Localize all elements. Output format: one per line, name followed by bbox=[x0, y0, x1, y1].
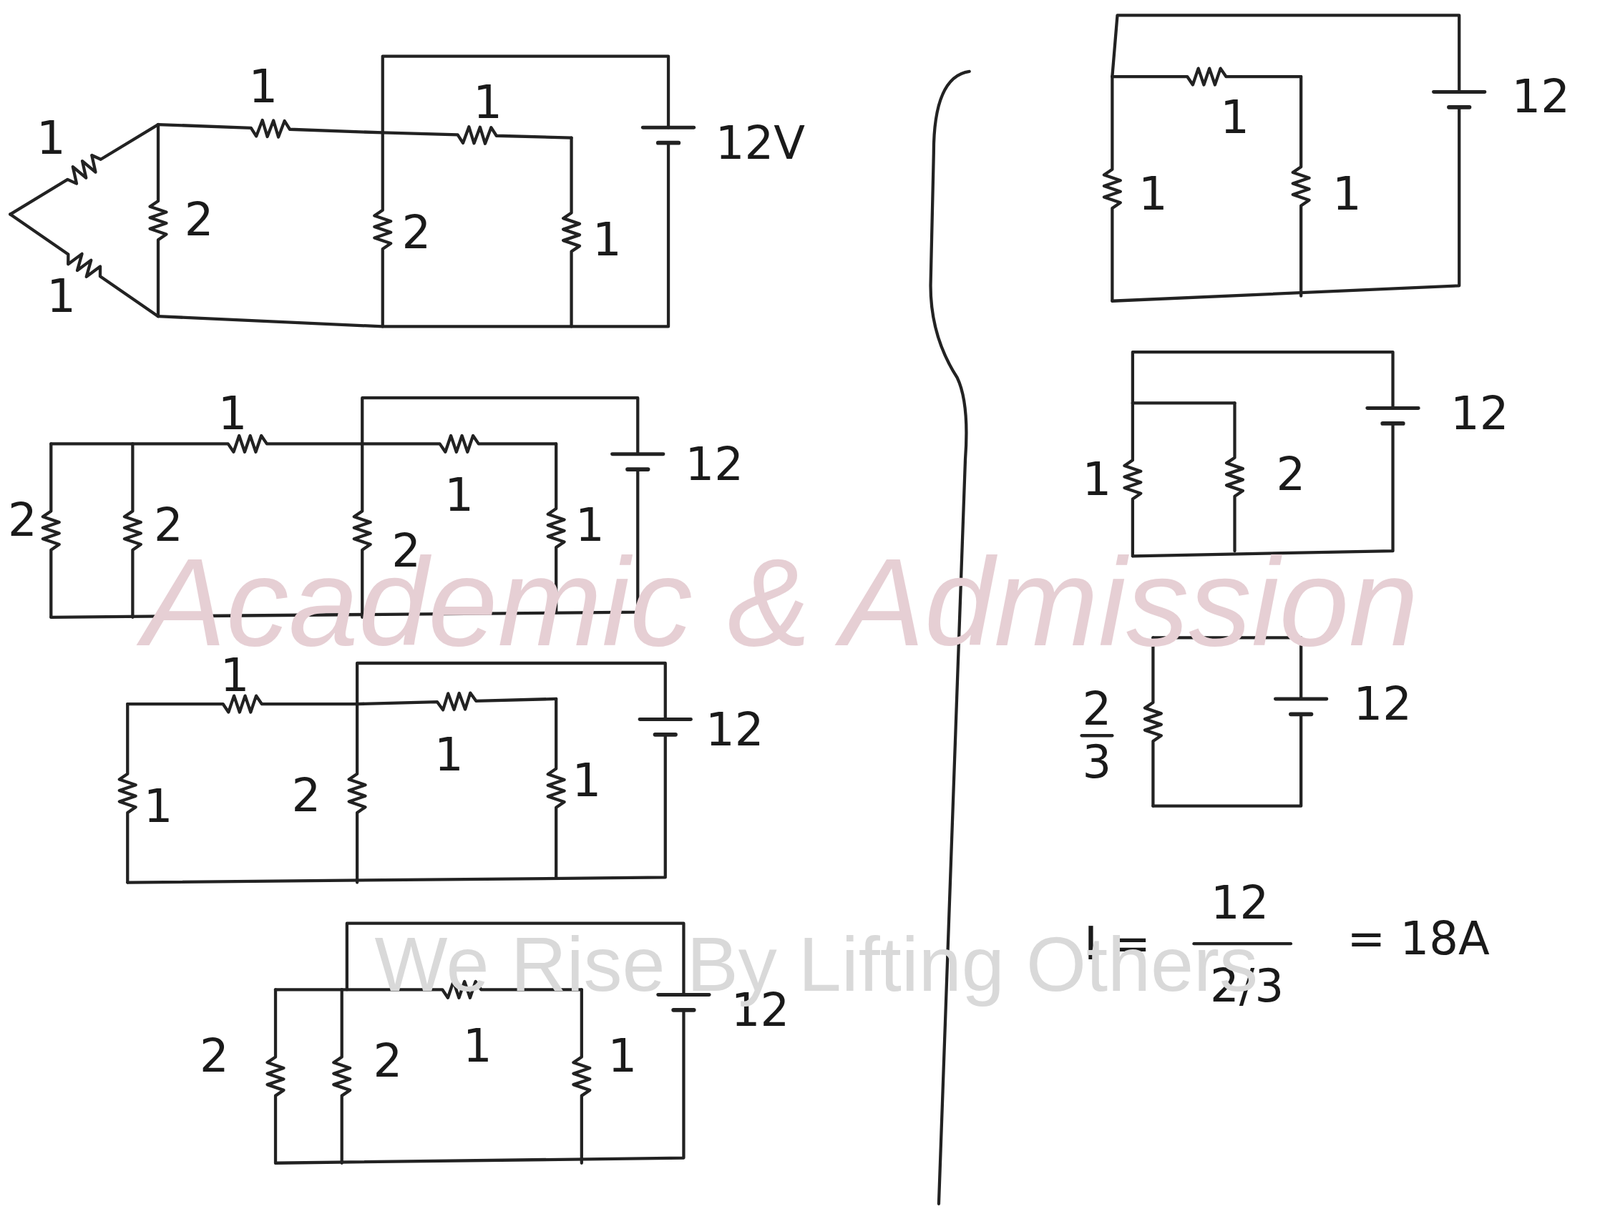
component-value: 1 bbox=[608, 1033, 638, 1080]
resistor-symbol bbox=[548, 699, 565, 878]
component-value: 1 bbox=[434, 732, 464, 778]
battery-plate bbox=[1433, 90, 1485, 94]
battery-plate bbox=[1290, 711, 1312, 717]
battery-plate bbox=[1382, 421, 1404, 426]
component-value: 12 bbox=[1450, 390, 1509, 437]
component-value: 12 bbox=[1511, 73, 1570, 120]
wire bbox=[275, 988, 343, 992]
component-value: 2 bbox=[199, 1033, 229, 1080]
component-value: 2 bbox=[401, 209, 431, 256]
resistor-symbol bbox=[124, 443, 141, 617]
resistor-symbol bbox=[42, 443, 60, 617]
component-value: 1 bbox=[1138, 171, 1168, 217]
resistor-symbol bbox=[127, 696, 358, 713]
wire bbox=[357, 663, 666, 720]
component-value: 1 bbox=[572, 757, 602, 804]
component-value: 1 bbox=[462, 1023, 493, 1070]
component-value: 2 bbox=[184, 196, 214, 243]
component-value: 2 bbox=[1082, 686, 1112, 733]
wire bbox=[1111, 107, 1460, 302]
resistor-symbol bbox=[1226, 402, 1243, 551]
watermark: Academic & Admission bbox=[142, 539, 1419, 665]
resistor-symbol bbox=[1293, 76, 1310, 297]
component-value: 12 bbox=[684, 441, 743, 488]
resistor-symbol bbox=[1124, 402, 1141, 556]
component-value: 1 bbox=[218, 390, 248, 437]
battery-plate bbox=[658, 140, 680, 146]
resistor-symbol bbox=[267, 989, 285, 1163]
resistor-symbol bbox=[357, 693, 556, 711]
component-value: 2 bbox=[291, 772, 321, 819]
component-value: 2 bbox=[7, 497, 38, 544]
resistor-symbol bbox=[1104, 76, 1121, 302]
component-value: 1 bbox=[36, 115, 66, 162]
component-value: 12 bbox=[705, 706, 764, 753]
battery-plate bbox=[639, 717, 691, 722]
battery-plate bbox=[1449, 105, 1470, 110]
component-value: 1 bbox=[1220, 94, 1250, 141]
wire bbox=[1132, 401, 1236, 405]
resistor-symbol bbox=[362, 435, 556, 453]
wire bbox=[158, 143, 669, 328]
resistor-symbol bbox=[150, 124, 167, 317]
component-value: 3 bbox=[1082, 739, 1112, 785]
wire bbox=[1081, 734, 1113, 738]
resistor-symbol bbox=[349, 704, 366, 884]
battery-plate bbox=[655, 732, 677, 738]
wire bbox=[127, 734, 666, 884]
resistor-symbol bbox=[10, 124, 159, 214]
component-value: 2 bbox=[1276, 451, 1306, 498]
resistor-symbol bbox=[132, 435, 363, 453]
resistor-symbol bbox=[563, 138, 580, 328]
component-value: 1 bbox=[143, 783, 174, 830]
wire bbox=[50, 442, 133, 446]
component-value: 1 bbox=[249, 63, 279, 110]
battery-plate bbox=[612, 452, 664, 456]
resistor-symbol bbox=[573, 989, 590, 1163]
resistor-symbol bbox=[158, 120, 383, 138]
battery-plate bbox=[627, 467, 649, 472]
battery-plate bbox=[1367, 406, 1419, 411]
wire bbox=[382, 56, 669, 134]
equation-term: = 18A bbox=[1347, 915, 1490, 962]
component-value: 1 bbox=[472, 79, 503, 126]
equation-term: 12 bbox=[1210, 880, 1269, 926]
watermark: We Rise By Lifting Others bbox=[374, 925, 1258, 1004]
component-value: 1 bbox=[1332, 171, 1362, 217]
resistor-symbol bbox=[119, 704, 136, 884]
resistor-symbol bbox=[10, 214, 159, 317]
battery-plate bbox=[673, 1008, 695, 1013]
wire bbox=[1132, 423, 1394, 556]
battery-plate bbox=[642, 125, 694, 130]
wire bbox=[275, 1010, 684, 1164]
battery-plate bbox=[1275, 696, 1327, 701]
component-value: 1 bbox=[444, 472, 474, 519]
component-value: 12 bbox=[1353, 681, 1412, 728]
wire bbox=[1132, 352, 1394, 408]
component-value: 2 bbox=[373, 1038, 403, 1085]
resistor-symbol bbox=[374, 132, 391, 327]
wire bbox=[362, 397, 638, 454]
wire bbox=[1111, 15, 1460, 92]
wire bbox=[1152, 714, 1301, 806]
component-value: 1 bbox=[592, 216, 622, 263]
component-value: 12V bbox=[715, 120, 806, 167]
resistor-symbol bbox=[1111, 68, 1301, 86]
component-value: 1 bbox=[46, 273, 76, 320]
resistor-symbol bbox=[382, 126, 572, 144]
resistor-symbol bbox=[333, 989, 350, 1163]
component-value: 1 bbox=[1082, 456, 1112, 503]
